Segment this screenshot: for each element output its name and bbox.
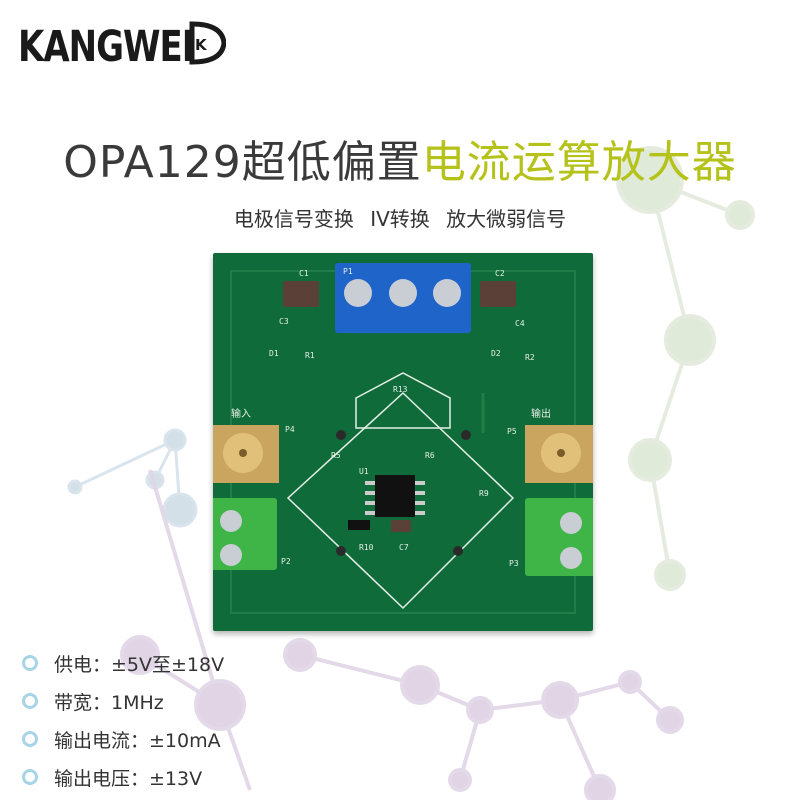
spec-text: 供电：±5V至±18V [54,653,225,676]
label-output: 输出 [531,409,551,420]
label-p3: P3 [509,559,519,568]
spec-text: 带宽：1MHz [54,691,164,714]
label-r1: R1 [305,351,315,360]
title-part-1: OPA129超低偏置 [63,137,422,188]
pcb-artwork [213,263,593,614]
bullet-circle-icon [22,769,38,785]
label-p2: P2 [281,557,291,566]
label-u1: U1 [359,467,369,476]
label-p1: P1 [343,267,353,276]
label-r5: R5 [331,451,341,460]
label-r9: R9 [479,489,489,498]
label-r2: R2 [525,353,535,362]
title-part-2: 电流运算放大器 [421,137,737,188]
spec-text: 输出电压：±13V [54,767,203,790]
product-subtitle: 电极信号变换 IV转换 放大微弱信号 [233,207,567,231]
label-c3: C3 [279,317,289,326]
label-p5: P5 [507,427,517,436]
spec-item-output-current: 输出电流：±10mA [22,720,224,758]
label-d1: D1 [269,349,279,358]
label-input: 输入 [231,409,251,420]
label-r10: R10 [359,543,374,552]
brand-logo-mark: K [189,21,226,65]
label-c4: C4 [515,319,525,328]
label-r13: R13 [393,385,408,394]
spec-item-output-voltage: 输出电压：±13V [22,758,224,796]
brand-logo: KANGWEI [18,22,194,72]
spec-item-bandwidth: 带宽：1MHz [22,682,224,720]
bullet-circle-icon [22,693,38,709]
bullet-circle-icon [22,655,38,671]
label-c1: C1 [299,269,309,278]
label-p4: P4 [285,425,295,434]
spec-text: 输出电流：±10mA [54,729,221,752]
pcb-board-photo: P1 C1 C2 C3 C4 D1 R1 D2 R2 R13 输入 输出 P4 … [213,253,593,631]
label-c7: C7 [399,543,409,552]
label-c2: C2 [495,269,505,278]
bullet-circle-icon [22,731,38,747]
product-title: OPA129超低偏置电流运算放大器 [0,126,800,190]
spec-list: 供电：±5V至±18V 带宽：1MHz 输出电流：±10mA 输出电压：±13V [22,644,224,796]
spec-item-power: 供电：±5V至±18V [22,644,224,682]
svg-text:K: K [195,36,208,54]
label-d2: D2 [491,349,501,358]
label-r6: R6 [425,451,435,460]
